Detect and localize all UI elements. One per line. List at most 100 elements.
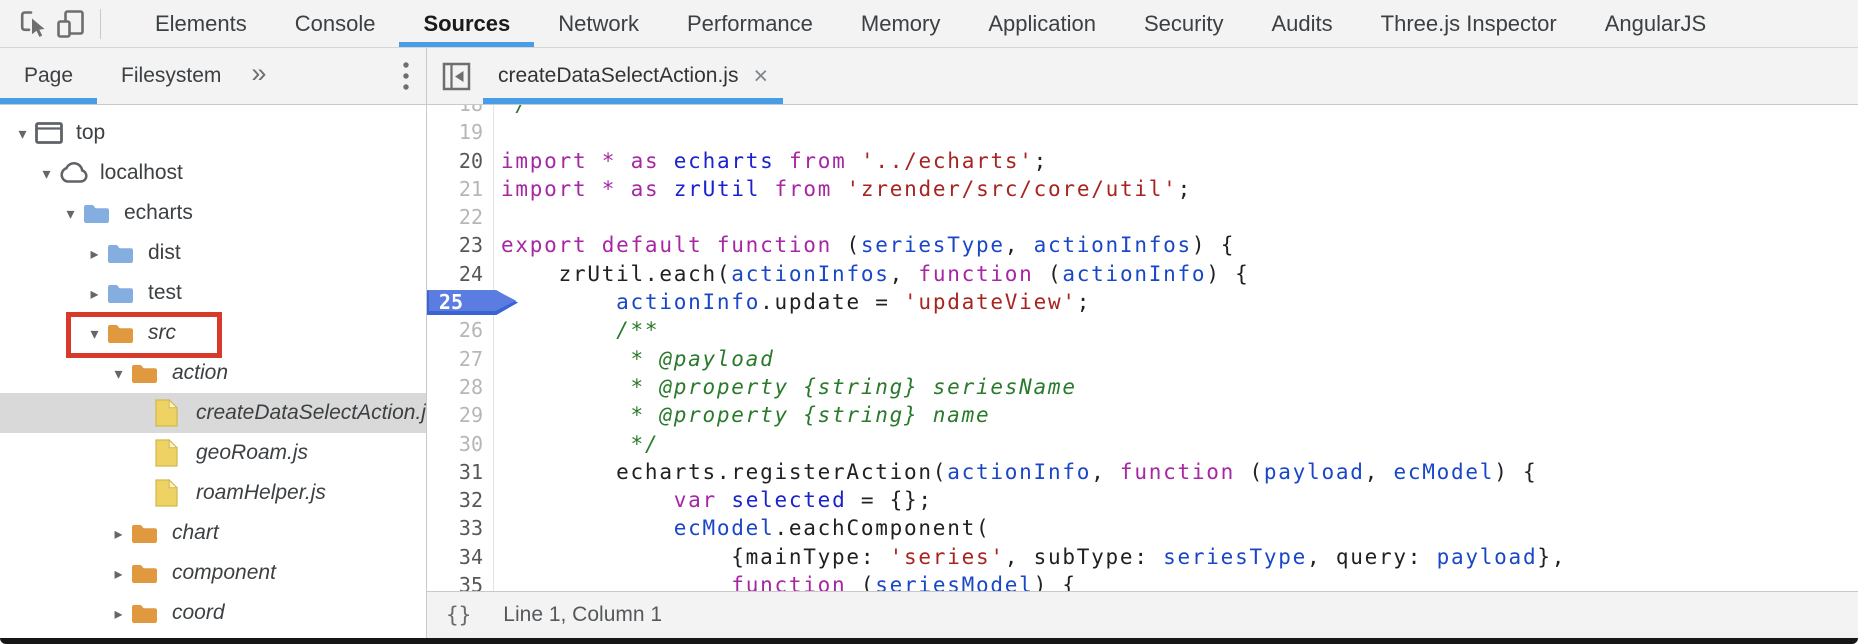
- tree-item-coord[interactable]: ▸coord: [0, 593, 426, 633]
- line-number[interactable]: 24: [458, 261, 483, 286]
- line-number[interactable]: 30: [458, 431, 483, 456]
- tree-item-src[interactable]: ▾ src: [0, 313, 426, 353]
- close-icon[interactable]: ×: [753, 61, 769, 90]
- tab-three-js-inspector[interactable]: Three.js Inspector: [1380, 10, 1557, 36]
- tree-item-label: dist: [148, 241, 181, 264]
- line-number[interactable]: 32: [458, 488, 483, 513]
- line-number[interactable]: 34: [458, 544, 483, 569]
- line-number[interactable]: 28: [458, 374, 483, 399]
- code-line[interactable]: import * as echarts from '../echarts';: [501, 148, 1049, 173]
- tree-item-label: localhost: [100, 161, 183, 184]
- chevron-collapsed-icon[interactable]: ▸: [90, 283, 99, 303]
- code-line[interactable]: * @payload: [501, 346, 775, 371]
- editor-tab[interactable]: createDataSelectAction.js ×: [483, 48, 784, 104]
- code-line[interactable]: function (seriesModel) {: [731, 573, 1077, 591]
- tree-item-echarts[interactable]: ▾echarts: [0, 193, 426, 233]
- tree-item-georoam-js[interactable]: geoRoam.js: [0, 433, 426, 473]
- line-number[interactable]: 18: [427, 105, 493, 118]
- tree-item-test[interactable]: ▸test: [0, 273, 426, 313]
- line-number[interactable]: 23: [458, 233, 483, 258]
- code-line[interactable]: {mainType: 'series', subType: seriesType…: [501, 544, 1567, 569]
- line-number[interactable]: 35: [458, 573, 483, 591]
- chevron-expanded-icon[interactable]: ▾: [66, 203, 75, 223]
- chevron-expanded-icon[interactable]: ▾: [18, 123, 27, 143]
- editor-tab-strip: createDataSelectAction.js ×: [427, 48, 1858, 105]
- code-row-25: 25 actionInfo.update = 'updateView';: [427, 288, 1858, 316]
- tab-angularjs[interactable]: AngularJS: [1604, 10, 1707, 36]
- code-line[interactable]: */: [501, 431, 660, 456]
- code-row-18: 18 */: [427, 105, 1858, 118]
- code-line[interactable]: zrUtil.each(actionInfos, function (actio…: [501, 261, 1250, 286]
- code-line[interactable]: */: [501, 105, 530, 118]
- tree-item-action[interactable]: ▾action: [0, 353, 426, 393]
- chevron-collapsed-icon[interactable]: ▸: [90, 243, 99, 263]
- tree-item-chart[interactable]: ▸chart: [0, 513, 426, 553]
- code-row-29: 29 * @property {string} name: [427, 401, 1858, 429]
- tab-security[interactable]: Security: [1144, 10, 1224, 36]
- tab-audits[interactable]: Audits: [1271, 10, 1333, 36]
- inspect-cursor-icon[interactable]: [14, 5, 52, 43]
- line-number[interactable]: 29: [458, 403, 483, 428]
- code-line[interactable]: ecModel.eachComponent(: [673, 516, 991, 541]
- collapse-sidebar-icon[interactable]: [442, 62, 471, 91]
- tab-console[interactable]: Console: [294, 10, 376, 36]
- cloud-icon: [59, 162, 91, 184]
- line-number[interactable]: 33: [458, 516, 483, 541]
- tree-item-label: src: [148, 321, 176, 344]
- chevron-expanded-icon[interactable]: ▾: [90, 323, 99, 343]
- code-row-32: 32 var selected = {};: [427, 486, 1858, 514]
- status-bar: {} Line 1, Column 1: [427, 591, 1858, 638]
- code-row-19: 19: [427, 118, 1858, 146]
- tab-memory[interactable]: Memory: [860, 10, 941, 36]
- tree-item-dist[interactable]: ▸ dist: [0, 233, 426, 273]
- line-number[interactable]: 31: [458, 459, 483, 484]
- cursor-position: Line 1, Column 1: [503, 603, 663, 626]
- code-line[interactable]: actionInfo.update = 'updateView';: [616, 290, 1092, 315]
- folder-blue-icon: [107, 243, 139, 264]
- window-bottom-edge: [0, 638, 1858, 644]
- chevron-expanded-icon[interactable]: ▾: [114, 363, 123, 383]
- chevron-collapsed-icon[interactable]: ▸: [114, 563, 123, 583]
- tab-performance[interactable]: Performance: [686, 10, 813, 36]
- chevron-expanded-icon[interactable]: ▾: [42, 163, 51, 183]
- tab-sources[interactable]: Sources: [399, 0, 535, 47]
- device-toolbar-icon[interactable]: [52, 5, 90, 43]
- code-editor[interactable]: 18 */ 19 20 import * as echarts from '../ech…: [427, 105, 1858, 591]
- folder-orange-icon: [131, 603, 163, 624]
- code-line[interactable]: echarts.registerAction(actionInfo, funct…: [501, 459, 1538, 484]
- line-number[interactable]: 27: [458, 346, 483, 371]
- line-number[interactable]: 21: [458, 176, 483, 201]
- sidebar-tab-filesystem[interactable]: Filesystem: [121, 64, 222, 87]
- code-line[interactable]: * @property {string} name: [501, 403, 991, 428]
- kebab-menu-icon[interactable]: [402, 59, 410, 93]
- tree-item-label: geoRoam.js: [196, 441, 309, 464]
- code-row-24: 24 zrUtil.each(actionInfos, function (ac…: [427, 260, 1858, 288]
- line-number[interactable]: 19: [458, 120, 483, 145]
- more-tabs-icon[interactable]: »: [251, 57, 267, 88]
- tree-item-createdataselectaction-js[interactable]: createDataSelectAction.js: [0, 393, 426, 433]
- chevron-collapsed-icon[interactable]: ▸: [114, 603, 123, 623]
- code-line[interactable]: var selected = {};: [673, 488, 933, 513]
- tab-elements[interactable]: Elements: [155, 10, 247, 36]
- code-line[interactable]: export default function (seriesType, act…: [501, 233, 1236, 258]
- tree-item-component[interactable]: ▸component: [0, 553, 426, 593]
- tab-network[interactable]: Network: [558, 10, 639, 36]
- line-number[interactable]: 26: [458, 318, 483, 343]
- code-line[interactable]: /**: [501, 318, 660, 343]
- tree-item-label: roamHelper.js: [196, 481, 326, 504]
- pretty-print-button[interactable]: {}: [446, 603, 472, 627]
- line-number[interactable]: 22: [458, 205, 483, 230]
- main-toolbar: Elements Console Sources Network Performance…: [0, 0, 1858, 48]
- tree-item-localhost[interactable]: ▾ localhost: [0, 153, 426, 193]
- tab-application[interactable]: Application: [988, 10, 1096, 36]
- chevron-collapsed-icon[interactable]: ▸: [114, 523, 123, 543]
- tree-item-top[interactable]: ▾top: [0, 113, 426, 153]
- sidebar-tab-page[interactable]: Page: [0, 48, 98, 104]
- line-number[interactable]: 20: [458, 148, 483, 173]
- line-number[interactable]: 25: [427, 288, 518, 316]
- code-line[interactable]: * @property {string} seriesName: [501, 374, 1077, 399]
- folder-blue-icon: [83, 203, 115, 224]
- tree-item-roamhelper-js[interactable]: roamHelper.js: [0, 473, 426, 513]
- code-line[interactable]: import * as zrUtil from 'zrender/src/cor…: [501, 176, 1192, 201]
